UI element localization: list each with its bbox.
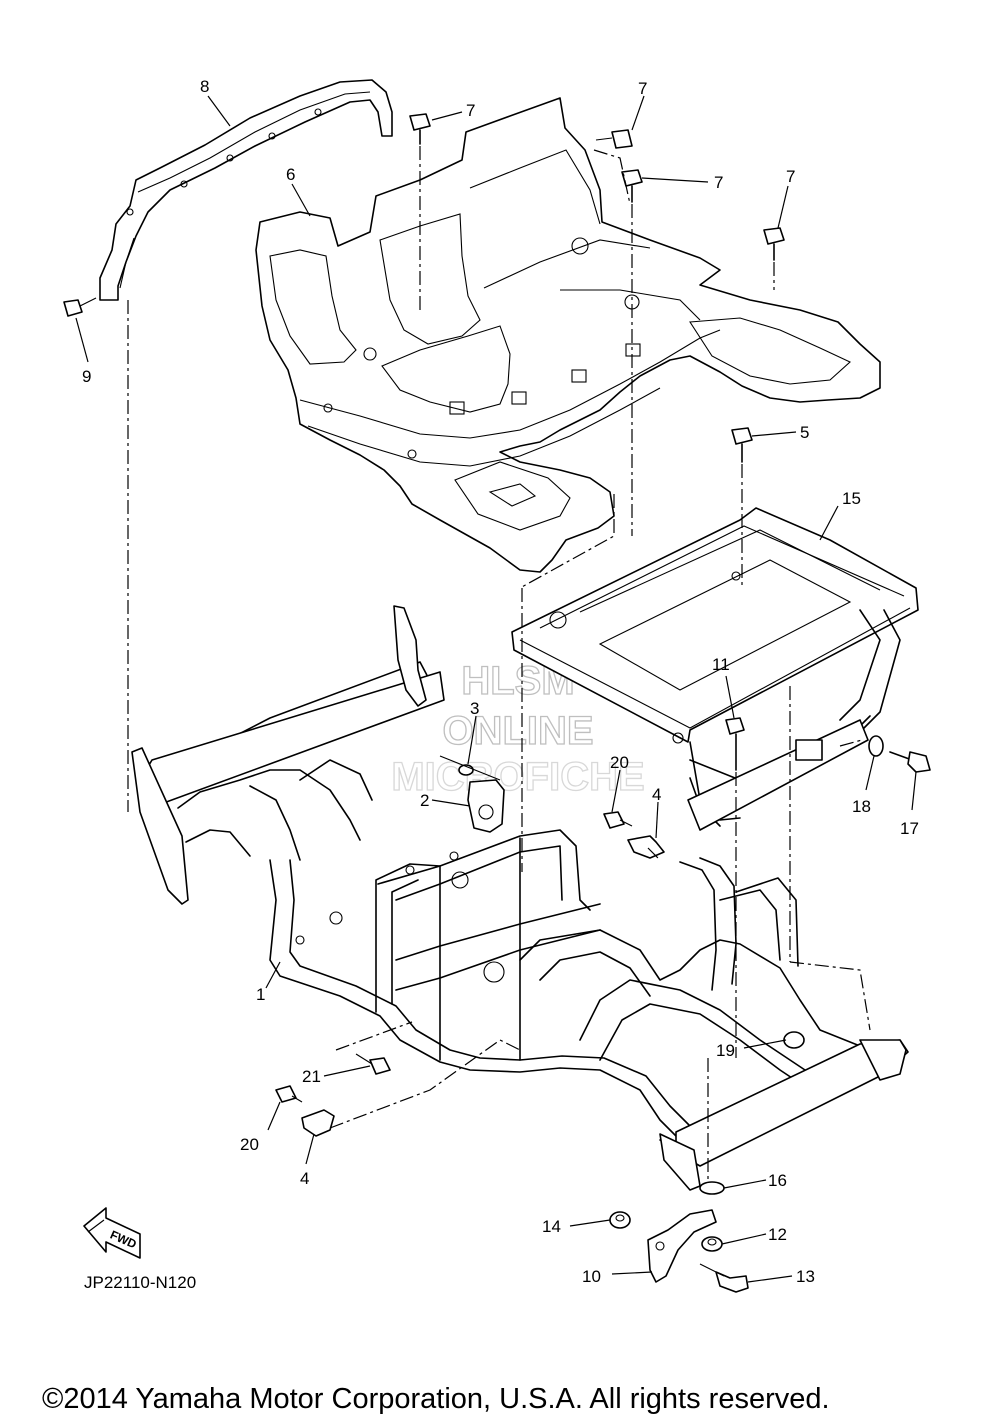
callout-4b: 4 xyxy=(300,1169,309,1188)
part-9-bolt xyxy=(63,297,97,317)
callout-21: 21 xyxy=(302,1067,321,1086)
callout-8: 8 xyxy=(200,77,209,96)
callout-7d: 7 xyxy=(786,167,795,186)
assembly-dash-lines xyxy=(127,146,871,1180)
part-10-bracket xyxy=(647,1209,717,1283)
part-7-bolt-a xyxy=(409,113,431,145)
part-15-bed-frame xyxy=(511,507,919,831)
callout-5: 5 xyxy=(800,423,809,442)
part-3-collar xyxy=(439,755,501,781)
callout-10: 10 xyxy=(582,1267,601,1286)
watermark-line-3: MICROFICHE xyxy=(391,755,644,799)
part-5-bolt xyxy=(731,427,753,463)
callout-20b: 20 xyxy=(240,1135,259,1154)
callout-20a: 20 xyxy=(610,753,629,772)
callout-12: 12 xyxy=(768,1225,787,1244)
callout-9: 9 xyxy=(82,367,91,386)
part-6-floor xyxy=(255,97,881,573)
part-7-bolt-d xyxy=(763,227,785,261)
callout-15: 15 xyxy=(842,489,861,508)
drawing-code: JP22110-N120 xyxy=(84,1273,196,1292)
part-13-bolt xyxy=(699,1263,749,1293)
part-20-bolt-lower xyxy=(275,1085,303,1103)
part-12-nut xyxy=(701,1236,723,1252)
callout-17: 17 xyxy=(900,819,919,838)
callout-1: 1 xyxy=(256,985,265,1004)
part-8-rail xyxy=(99,79,393,301)
callout-16: 16 xyxy=(768,1171,787,1190)
callout-3: 3 xyxy=(470,699,479,718)
callout-6: 6 xyxy=(286,165,295,184)
part-1-main-frame xyxy=(131,605,909,1191)
part-7-bolt-b xyxy=(595,129,633,149)
callout-14: 14 xyxy=(542,1217,561,1236)
fwd-arrow-icon: FWD xyxy=(83,1207,141,1259)
part-4-clip-lower xyxy=(301,1109,335,1137)
part-21-bolt xyxy=(355,1053,391,1075)
part-7-bolt-c xyxy=(621,169,643,203)
part-2-bracket xyxy=(467,779,505,833)
part-20-bolt-upper xyxy=(603,811,633,829)
leader-lines xyxy=(75,95,917,1283)
callout-2: 2 xyxy=(420,791,429,810)
copyright-notice: ©2014 Yamaha Motor Corporation, U.S.A. A… xyxy=(42,1383,830,1415)
part-16-washer xyxy=(699,1181,725,1195)
part-14-nut xyxy=(609,1211,631,1229)
part-18-washer xyxy=(868,735,884,757)
callout-4a: 4 xyxy=(652,785,661,804)
watermark-line-2: ONLINE xyxy=(442,709,593,753)
callout-19: 19 xyxy=(716,1041,735,1060)
part-11-bolt xyxy=(725,717,745,771)
callout-11: 11 xyxy=(712,655,730,674)
callout-18: 18 xyxy=(852,797,871,816)
callout-7b: 7 xyxy=(638,79,647,98)
callout-7c: 7 xyxy=(714,173,723,192)
callouts: 8 6 9 7 7 7 7 5 15 11 3 2 20 4 18 17 1 1… xyxy=(82,77,919,1286)
callout-7a: 7 xyxy=(466,101,475,120)
callout-13: 13 xyxy=(796,1267,815,1286)
part-4-clip-upper xyxy=(627,835,665,859)
part-17-bolt xyxy=(889,751,931,773)
part-19-grommet xyxy=(783,1031,805,1049)
